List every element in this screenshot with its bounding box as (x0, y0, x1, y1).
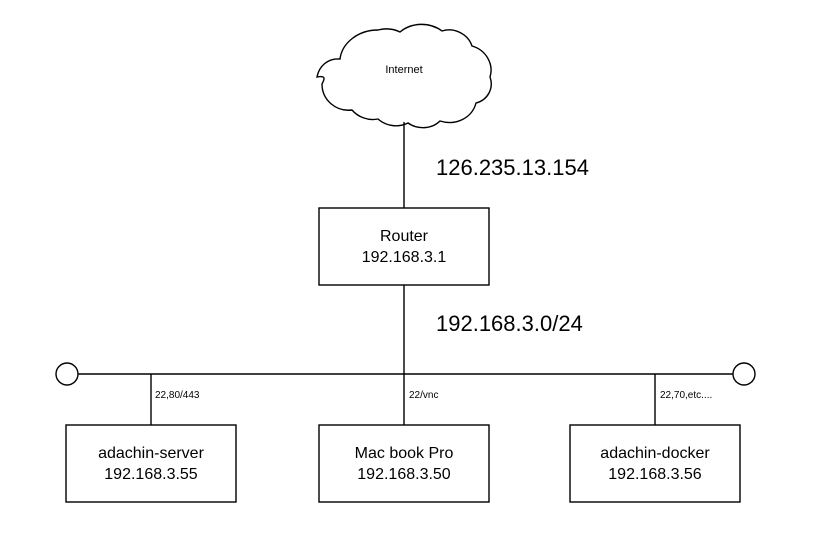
router-name: Router (379, 228, 429, 245)
host-name-0: adachin-server (98, 445, 204, 462)
host-ip-0: 192.168.3.55 (104, 466, 198, 483)
host-box-2 (569, 424, 741, 503)
internet-cloud-shape (316, 23, 492, 129)
port-label-0: 22,80/443 (155, 390, 200, 401)
host-ip-2: 192.168.3.56 (608, 466, 702, 483)
port-label-1: 22/vnc (409, 390, 439, 401)
router-box (318, 207, 490, 286)
port-label-2: 22,70,etc.... (660, 390, 713, 401)
router-label: Router 192.168.3.1 (319, 226, 489, 268)
host-label-2: adachin-docker 192.168.3.56 (570, 443, 740, 485)
host-box-1 (318, 424, 490, 503)
router-ip: 192.168.3.1 (361, 249, 447, 266)
host-box-0 (65, 424, 237, 503)
internet-cloud-label: Internet (385, 64, 423, 76)
host-name-1: Mac book Pro (354, 445, 454, 462)
bus-terminator-left (55, 362, 79, 386)
bus-terminator-right (732, 362, 756, 386)
host-label-1: Mac book Pro 192.168.3.50 (319, 443, 489, 485)
lan-network-label: 192.168.3.0/24 (436, 311, 583, 336)
wan-ip-label: 126.235.13.154 (436, 155, 589, 180)
host-label-0: adachin-server 192.168.3.55 (66, 443, 236, 485)
host-name-2: adachin-docker (600, 445, 710, 462)
host-ip-1: 192.168.3.50 (357, 466, 451, 483)
